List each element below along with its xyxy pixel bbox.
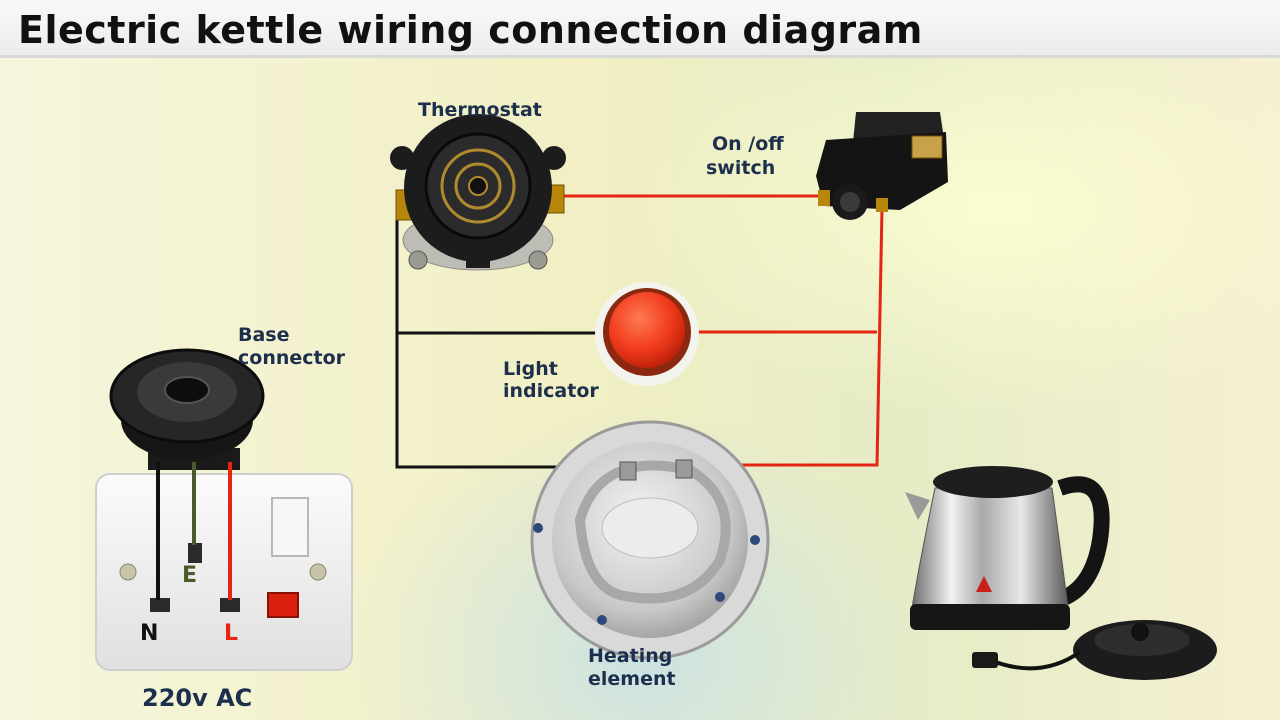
thermostat-lug-right <box>542 146 566 170</box>
heating-element-center-plate <box>601 497 699 559</box>
socket-screw-right <box>309 563 327 581</box>
socket-indicator-lamp <box>267 592 299 618</box>
heating-element-terminal-left <box>619 461 637 481</box>
thermostat-label: Thermostat <box>418 99 542 121</box>
heating-element-bolt <box>715 592 725 602</box>
heating-element-label-line1: Heating <box>588 645 673 667</box>
light-indicator <box>595 282 699 386</box>
heating-element-label-line2: element <box>588 668 676 690</box>
heating-element-terminal-right <box>675 459 693 479</box>
base-connector-center <box>164 376 210 404</box>
switch-label-line1: On /off <box>712 133 784 155</box>
thermostat-foot-left <box>408 250 428 270</box>
kettle-base-pin <box>1131 623 1149 641</box>
heating-element-bolt <box>750 535 760 545</box>
socket-switch-rocker <box>271 497 309 557</box>
heating-element <box>530 420 770 660</box>
socket-hole-neutral <box>150 598 170 612</box>
switch-barrel-hole <box>840 192 860 212</box>
kettle-spout <box>905 492 930 520</box>
on-off-switch <box>816 112 948 220</box>
thermostat-outer-ring <box>440 148 516 224</box>
neutral-bus-wire <box>395 204 630 469</box>
thermostat-foot-right <box>528 250 548 270</box>
light-indicator-label-line2: indicator <box>503 380 599 402</box>
circuit-wires <box>395 194 884 469</box>
base-connector-label-line2: connector <box>238 347 346 369</box>
kettle-power-plug <box>972 652 998 668</box>
thermostat <box>390 114 566 271</box>
socket-neutral-letter: N <box>140 621 159 646</box>
heating-element-bolt <box>597 615 607 625</box>
kettle-bottom-band <box>910 604 1070 630</box>
light-indicator-lens <box>609 292 685 368</box>
live-bus-wire <box>700 207 884 467</box>
thermostat-lug-left <box>390 146 414 170</box>
base-connector-label-line1: Base <box>238 324 290 346</box>
switch-contact <box>911 135 943 159</box>
switch-terminal-right <box>876 198 888 212</box>
kettle-power-cord <box>989 650 1082 671</box>
socket-screw-left <box>119 563 137 581</box>
kettle <box>905 466 1217 680</box>
thermostat-lug-bottom <box>466 246 490 268</box>
page-title: Electric kettle wiring connection diagra… <box>18 8 923 52</box>
supply-wires <box>156 462 232 600</box>
switch-label-line2: switch <box>706 157 776 179</box>
socket-hole-earth <box>188 543 202 563</box>
base-connector <box>109 348 265 470</box>
socket-hole-live <box>220 598 240 612</box>
socket-earth-letter: E <box>182 563 198 588</box>
thermostat-inner-ring <box>454 162 502 210</box>
thermostat-center-pin <box>468 176 488 196</box>
kettle-handle <box>1055 476 1110 608</box>
supply-voltage-label: 220v AC <box>142 684 253 712</box>
switch-terminal-left <box>818 190 830 206</box>
light-indicator-label-line1: Light <box>503 358 558 380</box>
kettle-lid <box>933 466 1053 498</box>
socket-live-letter: L <box>224 621 239 646</box>
heating-element-bolt <box>533 523 543 533</box>
kettle-logo <box>976 576 992 592</box>
title-bar: Electric kettle wiring connection diagra… <box>0 0 1280 58</box>
